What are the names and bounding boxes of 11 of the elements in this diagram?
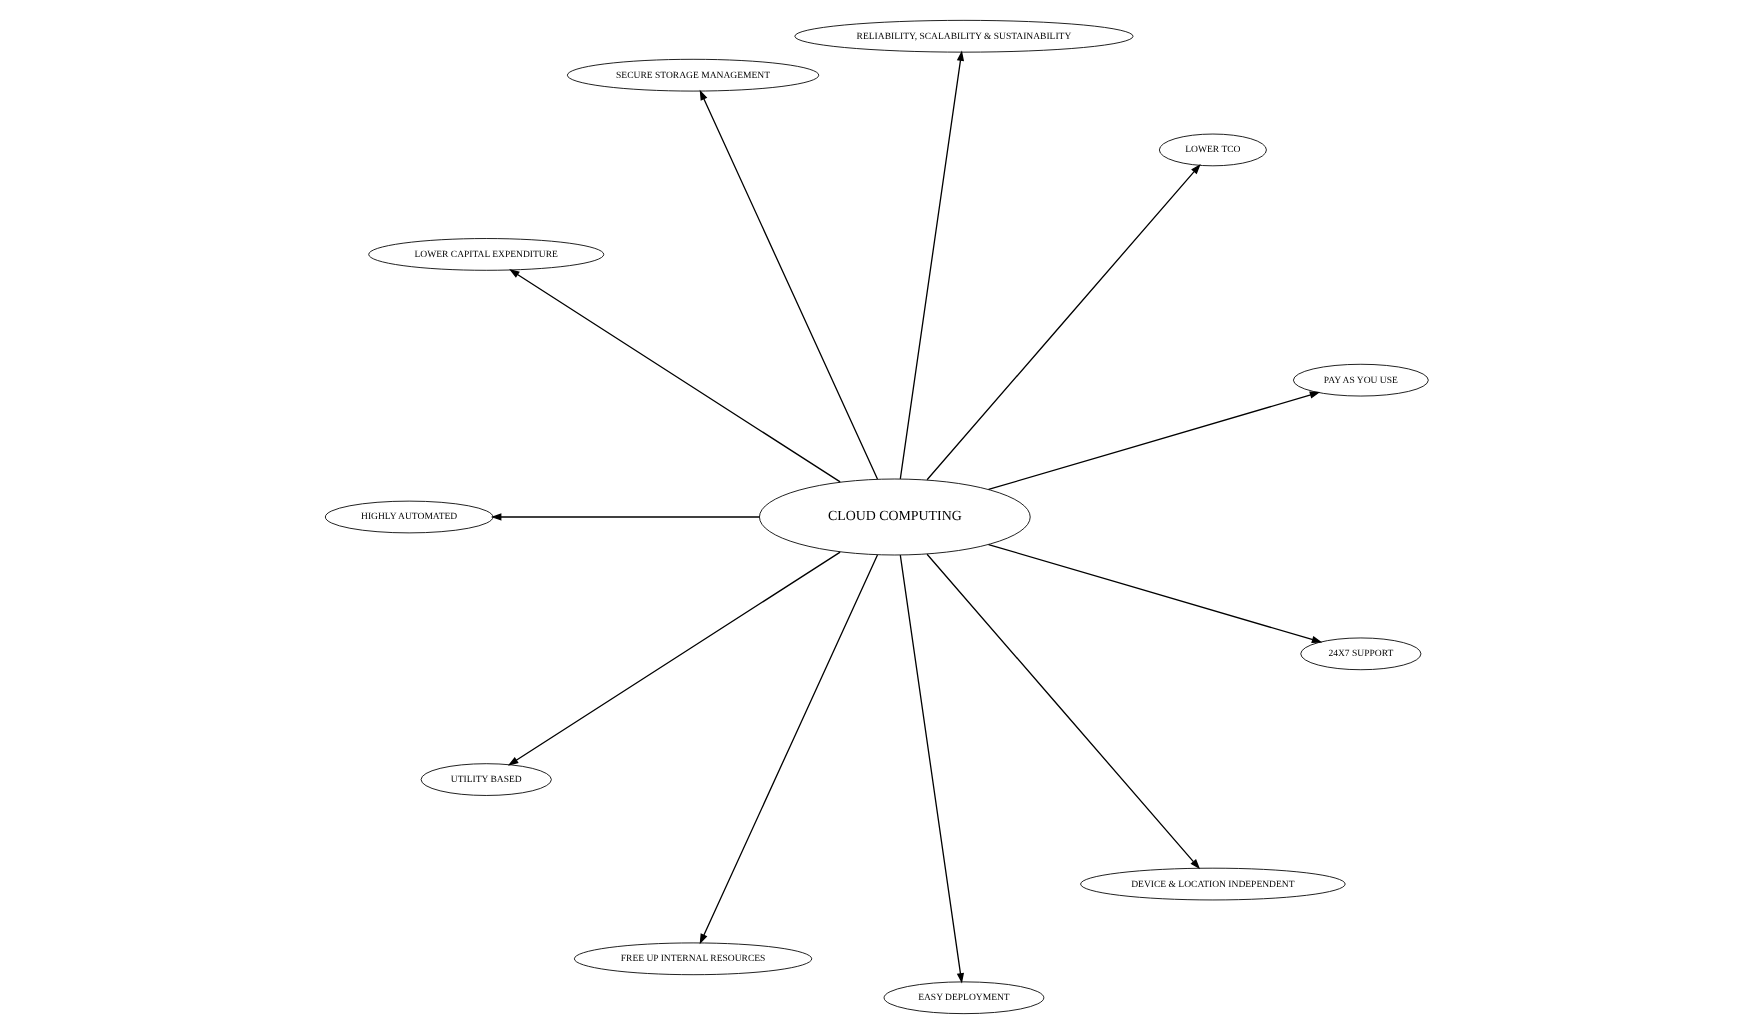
arrow [508, 269, 840, 483]
arrow [698, 554, 878, 945]
arrow [698, 89, 878, 480]
arrow [986, 391, 1320, 491]
arrow [489, 513, 759, 521]
arrow [986, 543, 1322, 644]
arrow [925, 163, 1200, 481]
arrow [925, 553, 1200, 870]
arrow [506, 551, 840, 766]
arrow [898, 50, 964, 480]
arrow [898, 554, 964, 984]
